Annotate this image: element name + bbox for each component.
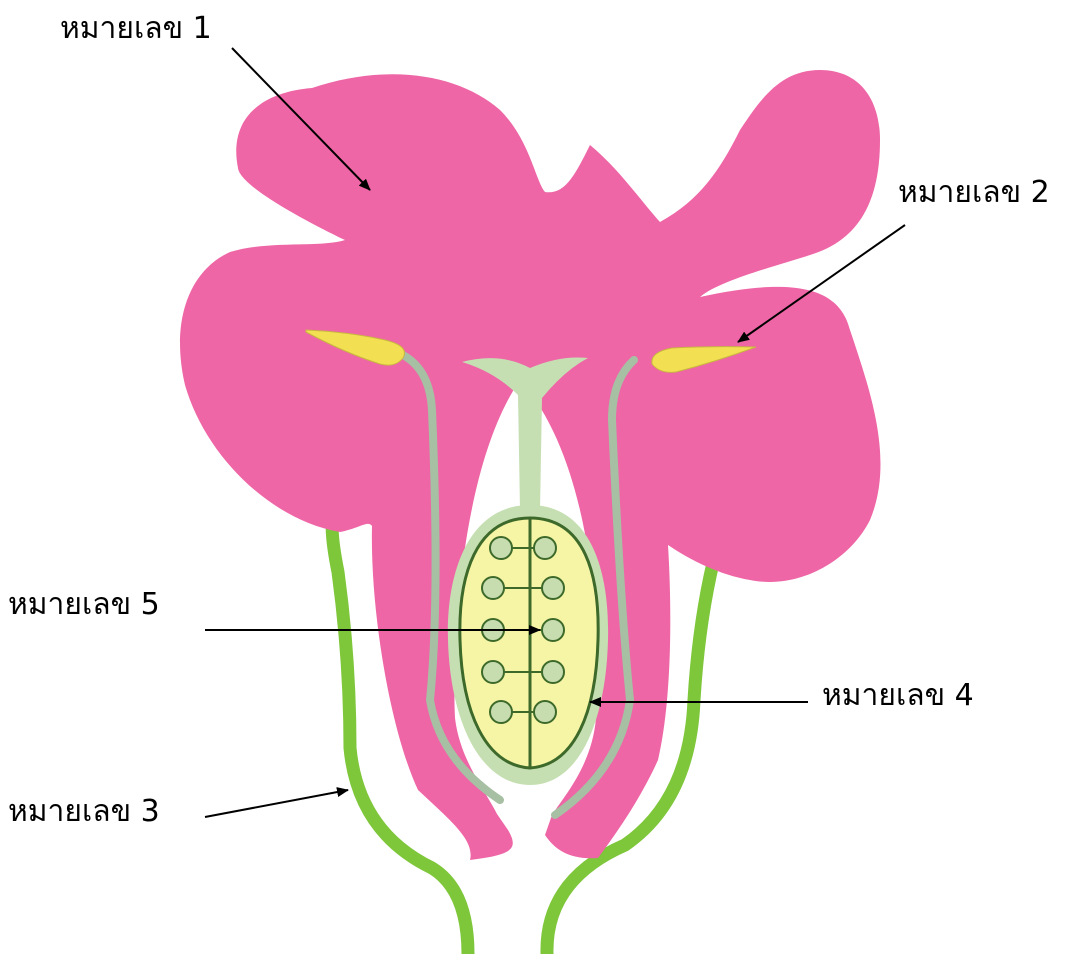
ovule bbox=[490, 537, 512, 559]
ovule bbox=[482, 577, 504, 599]
label-number-5: หมายเลข 5 bbox=[8, 590, 160, 620]
ovule bbox=[534, 537, 556, 559]
ovule bbox=[542, 661, 564, 683]
label-number-2: หมายเลข 2 bbox=[898, 178, 1050, 208]
label-number-4: หมายเลข 4 bbox=[822, 681, 974, 711]
ovule bbox=[490, 701, 512, 723]
arrow-3 bbox=[205, 790, 348, 817]
ovule bbox=[482, 661, 504, 683]
ovule bbox=[534, 701, 556, 723]
label-number-3: หมายเลข 3 bbox=[8, 797, 160, 827]
label-number-1: หมายเลข 1 bbox=[60, 14, 212, 44]
ovule bbox=[542, 577, 564, 599]
ovule bbox=[542, 619, 564, 641]
